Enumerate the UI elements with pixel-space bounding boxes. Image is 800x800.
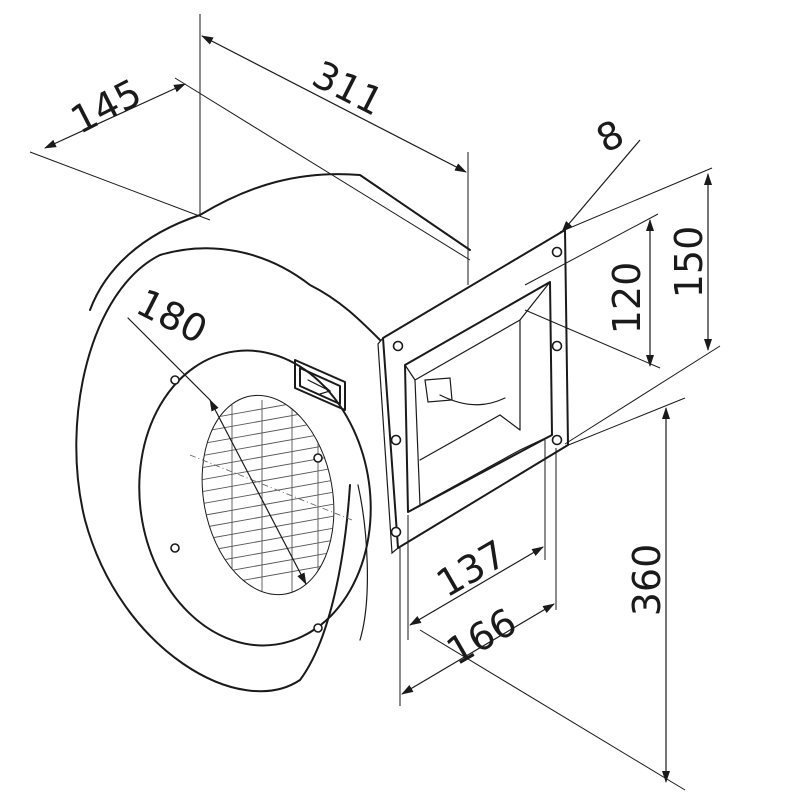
dim-inlet-diameter-label: 180 xyxy=(130,280,215,352)
dimension-lines xyxy=(29,14,721,791)
dim-depth-label: 145 xyxy=(64,70,149,142)
scroll-mounting-holes xyxy=(170,375,323,633)
flange-hole xyxy=(390,526,402,538)
airflow-arrow-label xyxy=(294,359,346,411)
outlet-flange xyxy=(377,229,569,555)
dim-flange-thickness-label: 8 xyxy=(589,111,631,161)
dim-overall-height-label: 360 xyxy=(625,544,669,617)
dim-outlet-height-outer-label: 150 xyxy=(667,226,711,299)
flange-hole xyxy=(551,340,563,352)
dim-outlet-width-inner-label: 137 xyxy=(429,532,514,606)
dim-length-label: 311 xyxy=(306,52,391,124)
dim-outlet-width-outer-label: 166 xyxy=(439,600,524,674)
inlet-ring xyxy=(138,349,372,647)
mounting-hole xyxy=(313,623,323,633)
scroll-front-face xyxy=(75,247,381,693)
flange-hole xyxy=(392,340,404,352)
flange-plate xyxy=(382,229,569,549)
dim-outlet-height-inner-label: 120 xyxy=(605,262,649,335)
mounting-hole xyxy=(170,375,180,385)
mounting-hole xyxy=(170,543,180,553)
mounting-hole xyxy=(313,453,323,463)
flange-hole xyxy=(551,434,563,446)
dimension-labels: 145 311 8 120 150 180 137 166 360 xyxy=(64,52,711,674)
flange-hole xyxy=(390,434,402,446)
flange-hole xyxy=(551,246,563,258)
